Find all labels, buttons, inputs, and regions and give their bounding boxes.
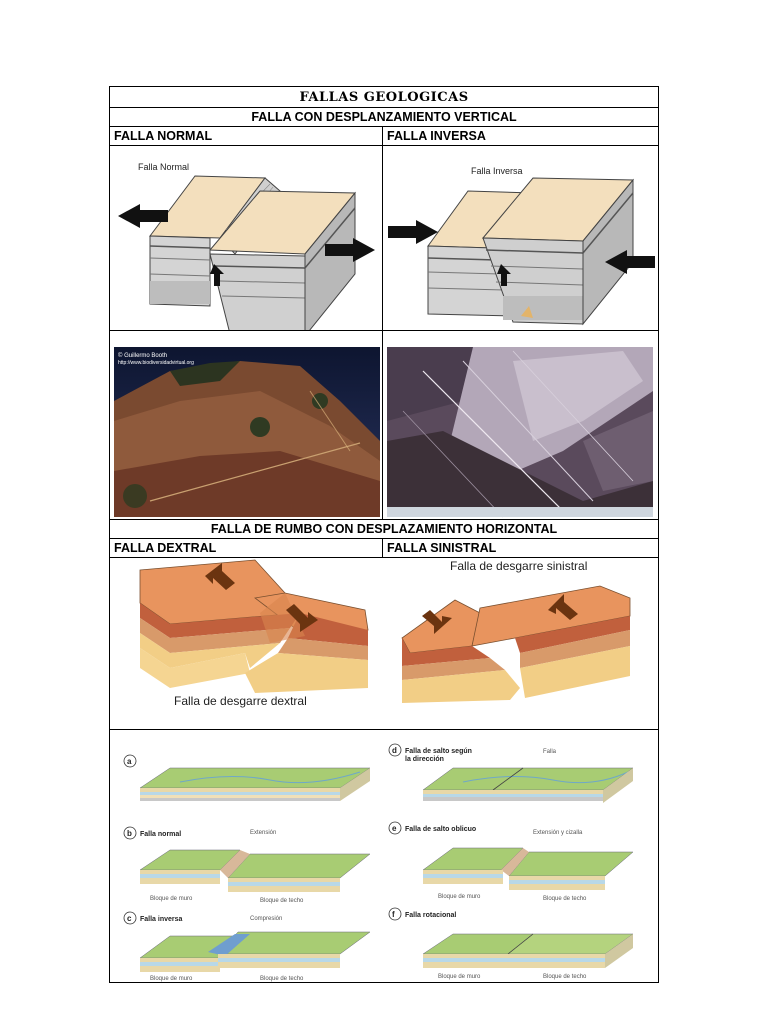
panel-e-label: Falla de salto oblicuo <box>405 826 476 833</box>
normal-fault-photo: © Guillermo Booth http://www.biodiversid… <box>114 347 380 517</box>
inverse-fault-label: FALLA INVERSA <box>381 126 660 146</box>
inverse-fault-caption: Falla Inversa <box>471 166 523 176</box>
dextral-caption: Falla de desgarre dextral <box>174 694 307 708</box>
panel-e-oblique-fault: e Falla de salto oblicuo Extensión y ciz… <box>388 821 634 902</box>
panel-e-right-label: Bloque de techo <box>543 896 587 902</box>
panel-b-label: Falla normal <box>140 831 181 838</box>
panel-b-left-label: Bloque de muro <box>150 896 193 902</box>
horizontal-section-heading: FALLA DE RUMBO CON DESPLAZAMIENTO HORIZO… <box>108 519 660 539</box>
faults-table: FALLAS GEOLOGICAS FALLA CON DESPLANZAMIE… <box>108 86 660 983</box>
dextral-fault-label: FALLA DEXTRAL <box>109 538 383 558</box>
panel-e-top-label: Extensión y cizalla <box>533 830 583 836</box>
fault-panels-left: a b Falla normal Extensión <box>123 754 371 982</box>
panel-d-top-label: Falla <box>543 749 557 755</box>
panel-c-reverse-fault: c Falla inversa Compresión Bloque de mur… <box>123 911 371 982</box>
panel-d-label: Falla de salto según <box>405 748 472 755</box>
panel-c-left-label: Bloque de muro <box>150 976 193 982</box>
panel-e-letter: e <box>392 824 397 833</box>
panel-f-rotational-fault: f Falla rotacional Bloque de muro Bloque… <box>388 907 634 980</box>
normal-fault-diagram-cell: Falla Normal <box>109 145 383 331</box>
normal-fault-photo-cell: © Guillermo Booth http://www.biodiversid… <box>109 330 383 520</box>
panel-b-right-label: Bloque de techo <box>260 898 304 904</box>
panel-f-letter: f <box>392 910 395 919</box>
inverse-fault-diagram-cell: Falla Inversa <box>381 145 660 331</box>
panel-f-left-label: Bloque de muro <box>438 974 481 980</box>
inverse-fault-block-diagram: Falla Inversa <box>388 166 655 326</box>
panel-a-flat-strata: a <box>123 754 371 801</box>
fault-panels-right-cell: d Falla de salto según la dirección Fall… <box>382 729 660 983</box>
inverse-fault-photo-cell <box>381 330 660 520</box>
document-sheet: FALLAS GEOLOGICAS FALLA CON DESPLANZAMIE… <box>108 86 660 983</box>
panel-c-top-label: Compresión <box>250 916 282 922</box>
normal-fault-label: FALLA NORMAL <box>109 126 383 146</box>
panel-f-label: Falla rotacional <box>405 912 456 919</box>
panel-b-letter: b <box>127 829 132 838</box>
sinistral-caption: Falla de desgarre sinistral <box>450 559 587 573</box>
panel-e-left-label: Bloque de muro <box>438 894 481 900</box>
panel-d-strike-slip-fault: d Falla de salto según la dirección Fall… <box>388 743 634 803</box>
panel-f-right-label: Bloque de techo <box>543 974 587 980</box>
normal-fault-caption: Falla Normal <box>138 162 189 172</box>
panel-b-top-label: Extensión <box>250 830 276 836</box>
photo-credit-name: © Guillermo Booth <box>118 352 167 359</box>
sinistral-fault-label: FALLA SINISTRAL <box>381 538 660 558</box>
vertical-section-heading: FALLA CON DESPLANZAMIENTO VERTICAL <box>108 107 660 127</box>
panel-c-right-label: Bloque de techo <box>260 976 304 982</box>
panel-c-letter: c <box>127 914 132 923</box>
panel-a-letter: a <box>127 757 132 766</box>
normal-fault-block-diagram: Falla Normal <box>118 162 375 330</box>
fault-panels-right: d Falla de salto según la dirección Fall… <box>388 743 634 980</box>
strike-slip-diagrams: Falla de desgarre dextral Falla de desga… <box>139 559 631 708</box>
inverse-fault-photo <box>387 347 653 518</box>
panel-d-label-2: la dirección <box>405 756 444 763</box>
fault-panels-left-cell: a b Falla normal Extensión <box>109 729 383 983</box>
dextral-fault-diagram: Falla de desgarre dextral <box>139 559 369 708</box>
photo-credit-url: http://www.biodiversidadvirtual.org <box>118 360 194 366</box>
strike-slip-diagram-cell: Falla de desgarre dextral Falla de desga… <box>108 557 660 730</box>
sinistral-fault-diagram: Falla de desgarre sinistral <box>401 559 631 703</box>
panel-b-normal-fault: b Falla normal Extensión Bloque de muro … <box>123 826 371 904</box>
document-title: FALLAS GEOLOGICAS <box>108 86 660 108</box>
panel-c-label: Falla inversa <box>140 916 183 923</box>
panel-d-letter: d <box>392 746 397 755</box>
